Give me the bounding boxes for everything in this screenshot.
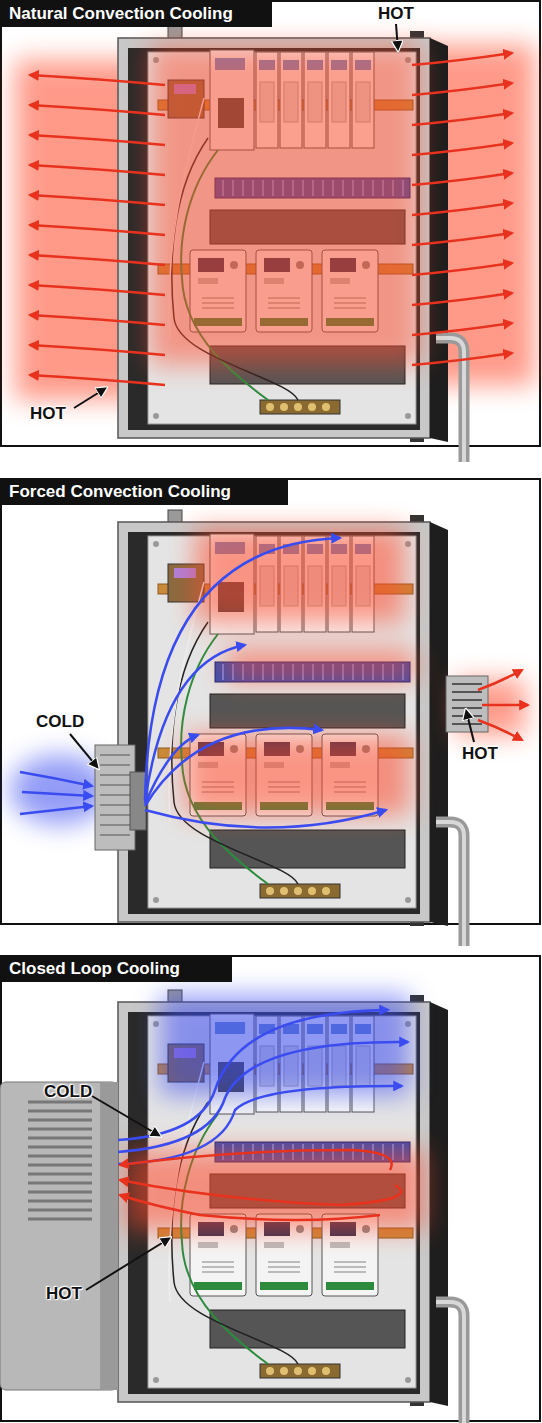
intake-grille <box>130 772 146 830</box>
cold-air-arrows <box>118 1010 408 1164</box>
enclosure <box>118 510 464 946</box>
panel-title-tab: Forced Convection Cooling <box>0 478 288 505</box>
panel-title: Closed Loop Cooling <box>9 955 232 982</box>
cold-air-arrows <box>20 538 386 828</box>
callout-label: HOT <box>462 744 498 764</box>
exhaust-filter <box>446 676 488 732</box>
heat-glow <box>185 528 525 815</box>
callout-label: COLD <box>36 712 84 732</box>
panel-title: Forced Convection Cooling <box>9 478 288 505</box>
callout-label: HOT <box>30 404 66 424</box>
air-conditioner <box>0 1082 118 1390</box>
leader-lines <box>70 710 474 768</box>
ac-side <box>100 1082 118 1390</box>
callout-label: COLD <box>44 1082 92 1102</box>
enclosure <box>118 990 464 1423</box>
intake-fan <box>95 745 135 850</box>
heat-arrows <box>478 670 528 740</box>
heat-glow <box>15 45 535 400</box>
natural-convection-panel <box>1 1 540 462</box>
forced-convection-panel <box>1 479 540 946</box>
leader-lines <box>74 24 398 408</box>
callout-label: HOT <box>46 1284 82 1304</box>
heat-glow <box>150 45 420 365</box>
leader-lines <box>86 1096 170 1290</box>
panel-title-tab: Closed Loop Cooling <box>0 955 232 982</box>
ac-vents <box>28 1102 92 1219</box>
callout-label: HOT <box>378 4 414 24</box>
fan-grille <box>100 755 130 835</box>
heat-arrows <box>120 1150 401 1220</box>
heat-arrows <box>30 53 512 385</box>
closed-loop-panel <box>0 956 540 1423</box>
panel-title-tab: Natural Convection Cooling <box>0 0 272 27</box>
panel-title: Natural Convection Cooling <box>9 0 272 27</box>
